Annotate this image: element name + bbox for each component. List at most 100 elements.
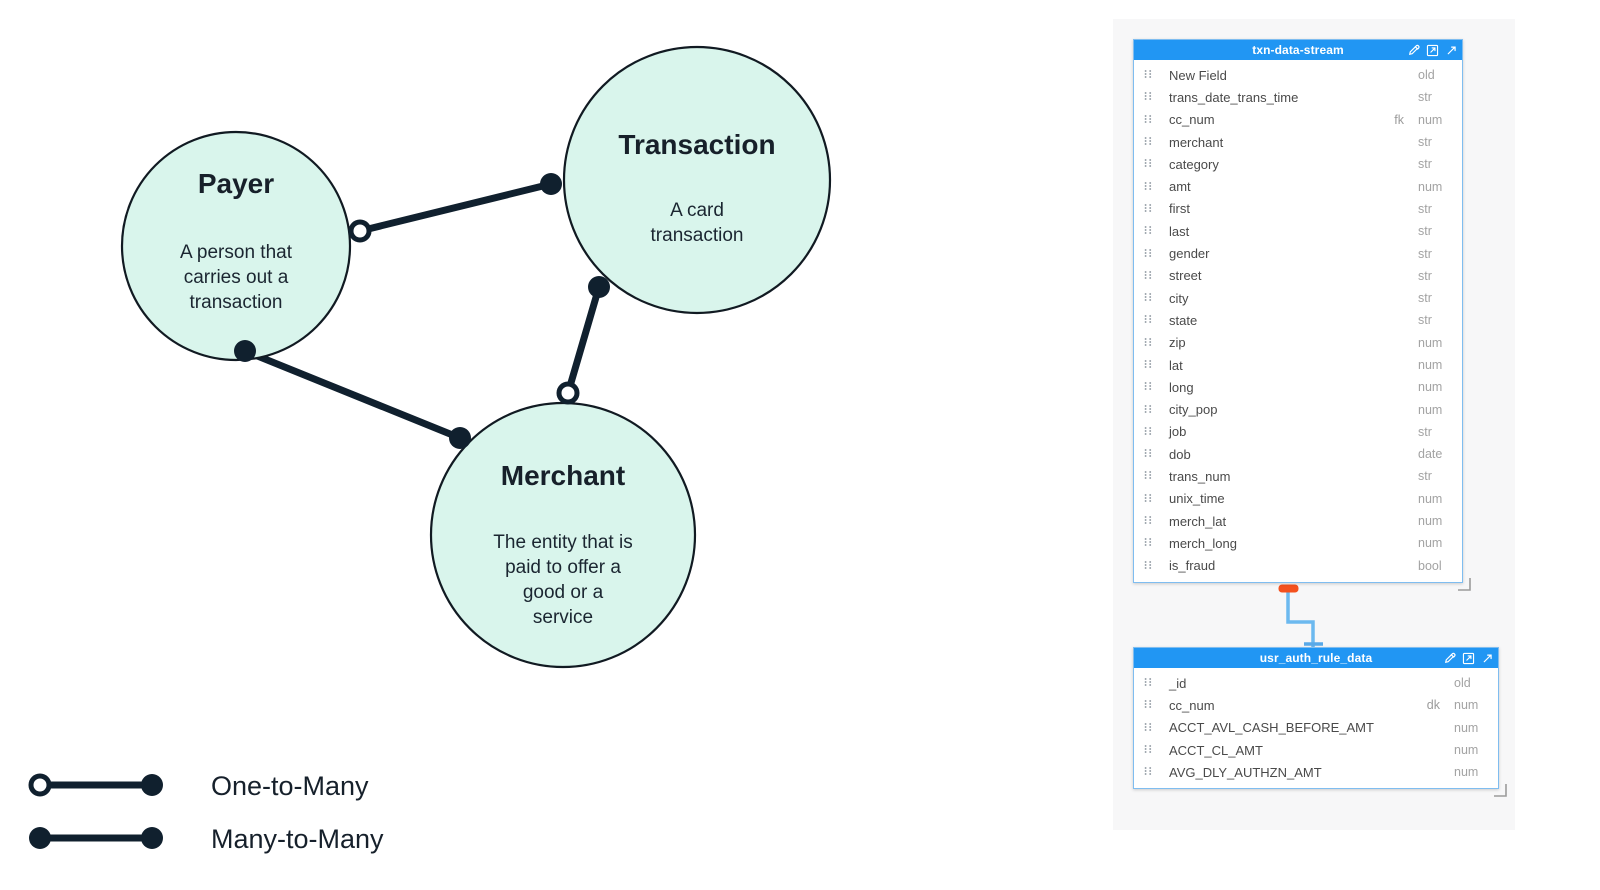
drag-handle-icon[interactable] [1142, 744, 1154, 756]
field-name[interactable]: city [1169, 290, 1189, 306]
table-header-txn-data-stream[interactable]: txn-data-stream [1134, 40, 1462, 60]
marker-open-circle-merchant-transaction[interactable] [556, 381, 580, 405]
node-merchant[interactable]: Merchant The entity that is paid to offe… [429, 401, 697, 669]
node-transaction[interactable]: Transaction A card transaction [562, 45, 832, 315]
field-name[interactable]: _id [1169, 675, 1187, 691]
field-name[interactable]: long [1169, 379, 1194, 395]
drag-handle-icon[interactable] [1142, 91, 1154, 103]
drag-handle-icon[interactable] [1142, 699, 1154, 711]
external-link-icon[interactable] [1462, 652, 1475, 665]
marker-filled-circle-transaction-merchant[interactable] [588, 276, 610, 298]
drag-handle-icon[interactable] [1142, 470, 1154, 482]
drag-handle-icon[interactable] [1142, 359, 1154, 371]
expand-diagonal-icon[interactable] [1481, 652, 1494, 665]
external-link-icon[interactable] [1426, 44, 1439, 57]
field-name[interactable]: city_pop [1169, 402, 1218, 418]
resize-handle-usr[interactable] [1493, 783, 1507, 798]
field-name[interactable]: first [1169, 201, 1190, 217]
drag-handle-icon[interactable] [1142, 225, 1154, 237]
field-name[interactable]: amt [1169, 179, 1191, 195]
eyedropper-icon[interactable] [1407, 44, 1420, 57]
field-name[interactable]: New Field [1169, 67, 1227, 83]
drag-handle-icon[interactable] [1142, 248, 1154, 260]
expand-diagonal-icon[interactable] [1445, 44, 1458, 57]
field-name[interactable]: cc_num [1169, 697, 1215, 713]
field-name[interactable]: trans_date_trans_time [1169, 89, 1299, 105]
drag-handle-icon[interactable] [1142, 404, 1154, 416]
node-transaction-circle[interactable] [562, 45, 832, 315]
drag-handle-icon[interactable] [1142, 337, 1154, 349]
resize-handle-txn[interactable] [1457, 577, 1471, 591]
field-name[interactable]: ACCT_CL_AMT [1169, 742, 1263, 758]
field-name[interactable]: is_fraud [1169, 558, 1216, 574]
field-name[interactable]: merch_lat [1169, 513, 1227, 529]
drag-handle-icon[interactable] [1142, 314, 1154, 326]
drag-handle-icon[interactable] [1142, 493, 1154, 505]
node-payer-circle[interactable] [120, 130, 352, 362]
field-name[interactable]: cc_num [1169, 112, 1215, 128]
marker-filled-circle-payer-merchant[interactable] [234, 340, 256, 362]
field-name[interactable]: ACCT_AVL_CASH_BEFORE_AMT [1169, 720, 1374, 736]
field-name[interactable]: AVG_DLY_AUTHZN_AMT [1169, 764, 1322, 780]
connector-source-marker[interactable] [1278, 584, 1299, 593]
field-name[interactable]: merchant [1169, 134, 1224, 150]
field-name[interactable]: job [1169, 424, 1187, 440]
drag-handle-icon[interactable] [1142, 203, 1154, 215]
table-txn-data-stream[interactable]: txn-data-stream [1133, 39, 1471, 591]
drag-handle-icon[interactable] [1142, 181, 1154, 193]
drag-handle-icon[interactable] [1142, 114, 1154, 126]
marker-filled-circle-merchant-payer[interactable] [449, 427, 471, 449]
drag-handle-icon[interactable] [1142, 448, 1154, 460]
drag-handle-icon[interactable] [1142, 292, 1154, 304]
node-payer[interactable]: Payer A person that carries out a transa… [120, 130, 352, 362]
drag-handle-icon[interactable] [1142, 158, 1154, 170]
table-usr-auth-rule-data[interactable]: usr_auth_rule_data [1133, 647, 1507, 798]
field-name[interactable]: unix_time [1169, 491, 1225, 507]
table-header-usr-auth-rule-data[interactable]: usr_auth_rule_data [1134, 648, 1498, 668]
marker-filled-circle-transaction-payer[interactable] [540, 173, 562, 195]
field-name[interactable]: gender [1169, 246, 1210, 262]
marker-open-circle-payer-transaction[interactable] [348, 219, 372, 243]
field-name[interactable]: zip [1169, 335, 1186, 351]
eyedropper-icon[interactable] [1443, 652, 1456, 665]
field-name[interactable]: state [1169, 312, 1198, 328]
drag-handle-icon[interactable] [1142, 766, 1154, 778]
field-name[interactable]: category [1169, 156, 1219, 172]
field-name[interactable]: trans_num [1169, 468, 1231, 484]
drag-handle-icon[interactable] [1142, 426, 1154, 438]
field-name[interactable]: dob [1169, 446, 1191, 462]
field-name[interactable]: last [1169, 223, 1190, 239]
drag-handle-icon[interactable] [1142, 136, 1154, 148]
drag-handle-icon[interactable] [1142, 722, 1154, 734]
drag-handle-icon[interactable] [1142, 515, 1154, 527]
drag-handle-icon[interactable] [1142, 270, 1154, 282]
drag-handle-icon[interactable] [1142, 560, 1154, 572]
drag-handle-icon[interactable] [1142, 677, 1154, 689]
drag-handle-icon[interactable] [1142, 69, 1154, 81]
